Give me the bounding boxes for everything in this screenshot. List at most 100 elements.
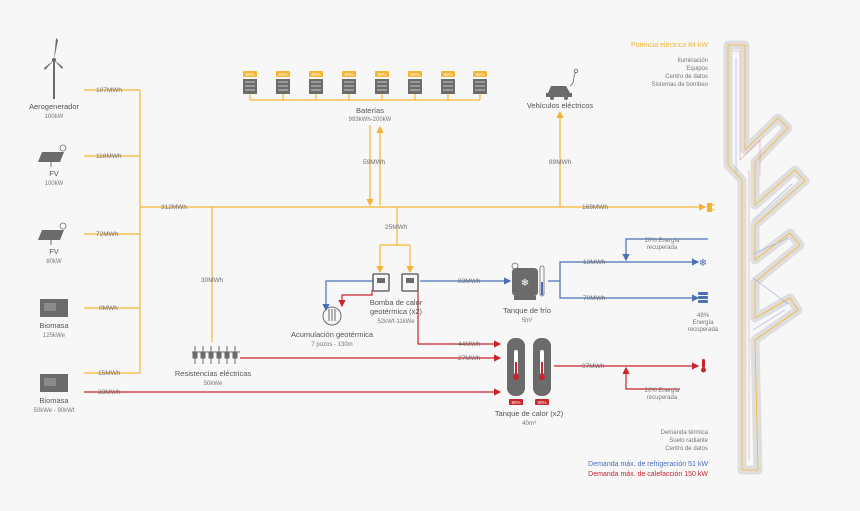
wind-spec: 100kW	[45, 114, 64, 120]
heat-lines	[84, 290, 700, 396]
wind-turbine-icon	[44, 38, 63, 99]
battery-spec: 993kWh-200kW	[349, 117, 392, 123]
flow-cold-in: 83MWh	[458, 278, 481, 285]
battery-icon: 80%	[375, 71, 389, 94]
pv1-name: FV	[49, 169, 59, 178]
geo-storage-spec: 7 pozos - 130m	[311, 342, 352, 348]
flow-labels: 107MWh 118MWh 72MWh 0MWh 15MWh 28MWh 312…	[96, 87, 608, 396]
battery-charge-label: 80%	[443, 72, 452, 77]
generator-icon	[40, 374, 68, 392]
plug-icon	[707, 203, 715, 212]
heat-pump-name-2: geotérmica (x2)	[370, 307, 423, 316]
generator-icon	[40, 299, 68, 317]
flow-bus-total: 312MWh	[161, 204, 187, 211]
flow-cold-out1: 13MWh	[583, 259, 606, 266]
battery-icon: 80%	[408, 71, 422, 94]
battery-icon: 80%	[342, 71, 356, 94]
flow-to-load: 169MWh	[582, 204, 608, 211]
flow-heat-in: 44MWh	[458, 341, 481, 348]
pv2-spec: 80kW	[46, 259, 62, 265]
battery-icon: 80%	[276, 71, 290, 94]
battery-charge-label: 80%	[311, 72, 320, 77]
battery-icon: 80%	[473, 71, 487, 94]
building-floorplan	[723, 40, 810, 475]
heat-tank-name: Tanque de calor (x2)	[495, 409, 564, 418]
heat-tank-level-1: 80%	[511, 400, 520, 405]
recovered-cold-top2: recuperada	[647, 245, 678, 251]
snowflake-icon: ❄	[699, 258, 707, 269]
battery-charge-label: 80%	[245, 72, 254, 77]
geothermal-well-icon	[322, 306, 342, 326]
recovered-heat-top: 20% Energía	[645, 388, 680, 394]
flow-pv1: 118MWh	[96, 153, 122, 160]
electric-demand-title: Potencia eléctrica 84 kW	[631, 42, 708, 49]
battery-icon: 80%	[441, 71, 455, 94]
cold-tank-icon: ❄	[511, 262, 545, 300]
pv1-spec: 100kW	[45, 181, 64, 187]
heat-pump-icon	[372, 273, 419, 292]
cold-tank-spec: 5m³	[522, 318, 532, 324]
resistor-bank-icon	[192, 346, 240, 364]
flow-cold-out2: 70MWh	[583, 295, 606, 302]
electric-demand-item-2: Equipos	[686, 66, 708, 72]
flow-resistances-in: 30MWh	[201, 277, 224, 284]
battery-name: Baterías	[356, 106, 384, 115]
battery-charge-label: 80%	[475, 72, 484, 77]
battery-charge-label: 80%	[344, 72, 353, 77]
flow-ev: 89MWh	[549, 159, 572, 166]
solar-panel-icon	[38, 222, 67, 245]
supply-lines	[84, 89, 707, 374]
battery-rack-group: 80% 80% 80% 80% 80% 80% 80% 80%	[243, 71, 487, 94]
solar-panel-icon	[38, 144, 67, 167]
electric-demand-item-4: Sistemas de bombeo	[652, 82, 709, 88]
heat-pump-spec: 52kWt-11kWe	[377, 319, 415, 325]
electric-demand-item-3: Centro de datos	[665, 74, 708, 80]
heat-tank-level-2: 80%	[537, 400, 546, 405]
heat-tank-icon	[507, 338, 551, 396]
flow-biomass2-elec: 15MWh	[98, 370, 121, 377]
cold-tank-name: Tanque de frío	[503, 306, 551, 315]
electric-car-icon	[546, 68, 579, 100]
resistances-name: Resistencias eléctricas	[175, 369, 252, 378]
ev-name: Vehículos eléctricos	[527, 101, 594, 110]
server-icon	[698, 292, 708, 303]
thermal-demand-item-1: Demanda térmica	[661, 430, 709, 436]
thermal-demand-item-2: Suelo radiante	[669, 438, 708, 444]
cold-lines	[322, 238, 708, 312]
max-cooling-demand: Demanda máx. de refrigeración 51 kW	[588, 461, 708, 468]
battery-charge-label: 80%	[410, 72, 419, 77]
flow-heat-out: 97MWh	[582, 363, 605, 370]
recovered-cold-line2: recuperada	[688, 327, 719, 333]
flow-wind: 107MWh	[96, 87, 122, 94]
battery-icon: 80%	[243, 71, 257, 94]
battery-charge-label: 80%	[377, 72, 386, 77]
recovered-cold-top: 20% Energía	[645, 238, 680, 244]
geo-storage-name: Acumulación geotérmica	[291, 330, 374, 339]
flow-biomass2-heat: 28MWh	[98, 389, 121, 396]
recovered-heat-top2: recuperada	[647, 395, 678, 401]
svg-text:❄: ❄	[521, 278, 529, 289]
biomass1-spec: 125kWe	[43, 333, 66, 339]
heat-tank-level-badge: 80% 80%	[509, 399, 549, 405]
flow-pv2: 72MWh	[96, 231, 119, 238]
battery-icon: 80%	[309, 71, 323, 94]
max-heating-demand: Demanda máx. de calefacción 150 kW	[588, 471, 708, 478]
pv2-name: FV	[49, 247, 59, 256]
thermal-demand-item-3: Centro de datos	[665, 446, 708, 452]
wind-name: Aerogenerador	[29, 102, 80, 111]
recovered-cold-pct: 48%	[697, 313, 710, 319]
resistances-spec: 50kWe	[204, 381, 223, 387]
electric-demand-item-1: Iluminación	[678, 58, 708, 64]
flow-heat-pump: 25MWh	[385, 224, 408, 231]
thermometer-icon	[701, 359, 706, 373]
biomass1-name: Biomasa	[39, 321, 69, 330]
heat-tank-spec: 40m³	[522, 421, 536, 427]
recovered-cold-line1: Energía	[692, 320, 714, 326]
flow-resistances-out: 27MWh	[458, 355, 481, 362]
battery-charge-label: 80%	[278, 72, 287, 77]
flow-battery: 59MWh	[363, 159, 386, 166]
flow-biomass1: 0MWh	[99, 305, 118, 312]
biomass2-spec: 50kWe - 90kWt	[34, 408, 75, 414]
